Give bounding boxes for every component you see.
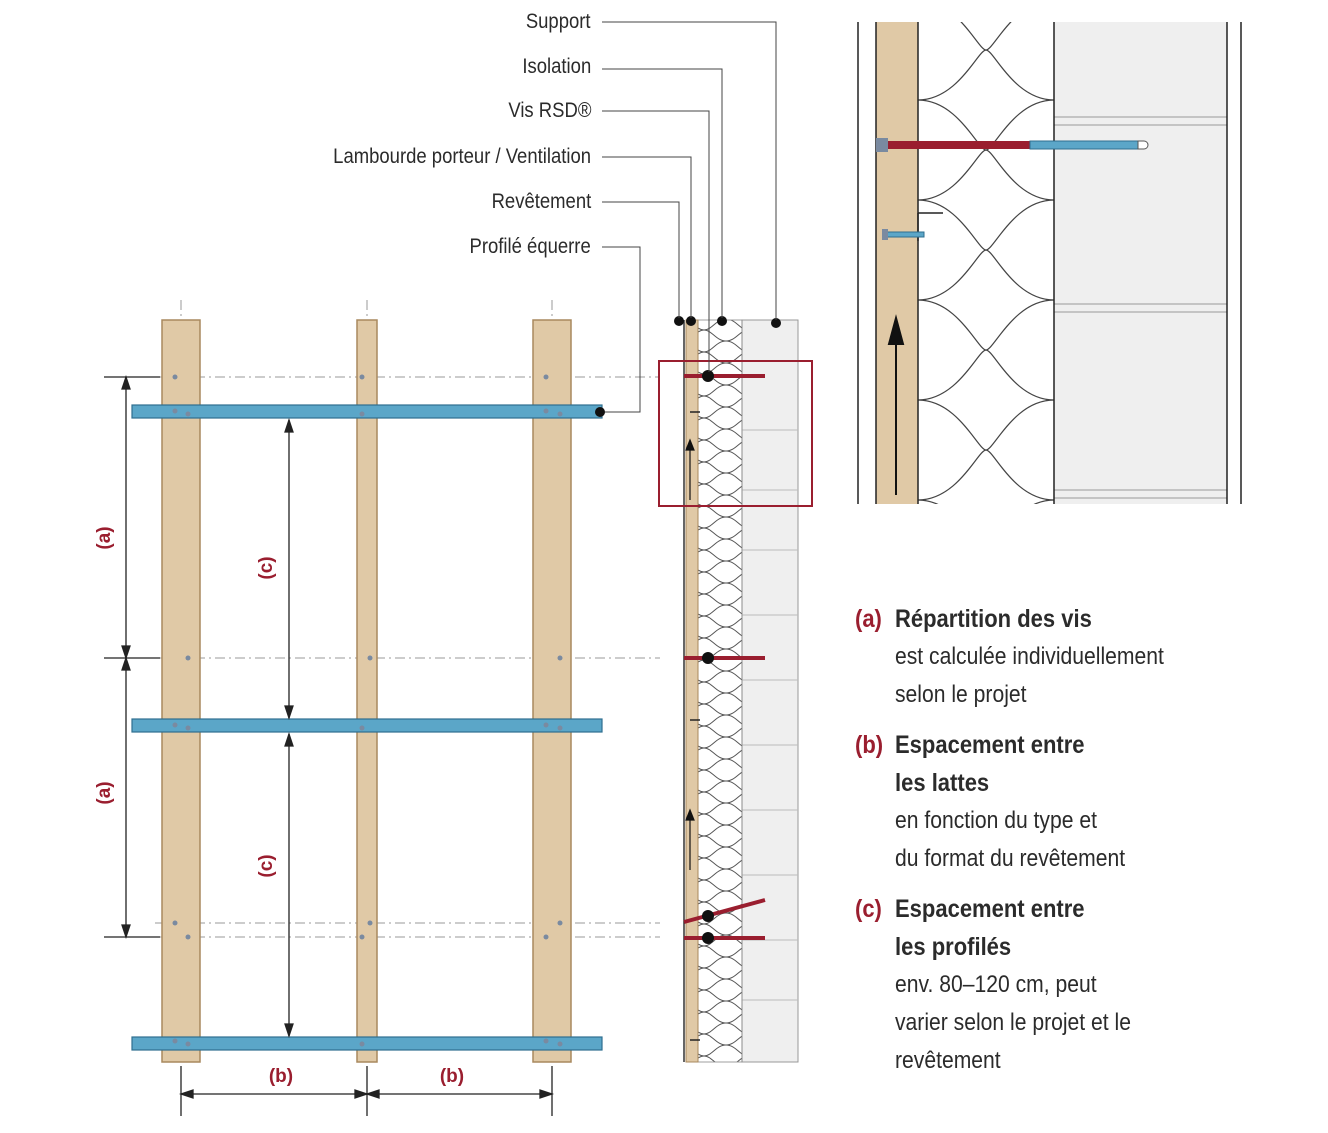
batten-right [532, 319, 572, 1063]
reference-lines [155, 300, 660, 938]
section-view [658, 316, 813, 1063]
legend-key-b: (b) [855, 731, 884, 759]
ventilation-arrows [685, 438, 695, 870]
profile-bottom [131, 1036, 603, 1051]
dimension-b-lines [178, 1066, 555, 1116]
legend-desc-c-2: varier selon le projet et le [895, 1009, 1131, 1036]
callout-support: Support [526, 10, 591, 33]
legend-title-c-1: Espacement entre [895, 895, 1085, 923]
support-wall [741, 319, 799, 1063]
profile-callout-dot [595, 407, 605, 417]
dimension-c-label-lower: (c) [256, 854, 277, 877]
legend-key-a: (a) [855, 605, 882, 633]
detail-view [857, 22, 1242, 504]
profile-middle [131, 718, 603, 733]
legend-desc-c-3: revêtement [895, 1047, 1001, 1074]
legend-title-c-2: les profilés [895, 933, 1012, 961]
legend-item-a: (a) Répartition des vis est calculée ind… [855, 600, 1295, 714]
front-view: (a) (a) (c) (c) (b) (b) [94, 300, 660, 1116]
batten-left [161, 319, 201, 1063]
batten-middle [356, 319, 378, 1063]
batten-section [685, 319, 699, 1063]
callout-isolation: Isolation [522, 55, 591, 78]
dimension-c-lines [284, 417, 294, 1039]
detail-screw [876, 138, 1149, 152]
dimension-b-label-left: (b) [269, 1066, 293, 1087]
legend-item-c: (c) Espacement entre les profilés env. 8… [855, 890, 1295, 1080]
legend-desc-c-1: env. 80–120 cm, peut [895, 971, 1097, 998]
dimension-a-lines [104, 374, 160, 940]
legend-key-c: (c) [855, 895, 882, 923]
detail-small-screw [882, 229, 925, 240]
callout-dots [674, 316, 781, 328]
callout-profile-equerre: Profilé équerre [469, 235, 591, 258]
legend: (a) Répartition des vis est calculée ind… [855, 600, 1295, 1092]
legend-desc-a-2: selon le projet [895, 681, 1027, 708]
callout-vis-rsd: Vis RSD® [507, 99, 591, 122]
legend-item-b: (b) Espacement entre les lattes en fonct… [855, 726, 1295, 878]
screw-dots [172, 374, 563, 1047]
callout-lambourde: Lambourde porteur / Ventilation [333, 145, 591, 168]
insulation-layer [697, 319, 743, 1063]
legend-title-a: Répartition des vis [895, 605, 1092, 633]
legend-desc-a-1: est calculée individuellement [895, 643, 1164, 670]
legend-title-b-1: Espacement entre [895, 731, 1085, 759]
legend-title-b-2: les lattes [895, 769, 990, 797]
callout-leaders [602, 21, 777, 413]
callout-revetement: Revêtement [491, 190, 591, 213]
detail-highlight [658, 360, 813, 507]
screws-section [683, 370, 766, 944]
dimension-a-label-lower: (a) [94, 781, 115, 804]
legend-desc-b-1: en fonction du type et [895, 807, 1097, 834]
dimension-b-label-right: (b) [440, 1066, 464, 1087]
dimension-a-label-upper: (a) [94, 526, 115, 549]
legend-desc-b-2: du format du revêtement [895, 845, 1126, 872]
profile-top [131, 404, 603, 419]
dimension-c-label-upper: (c) [256, 556, 277, 579]
